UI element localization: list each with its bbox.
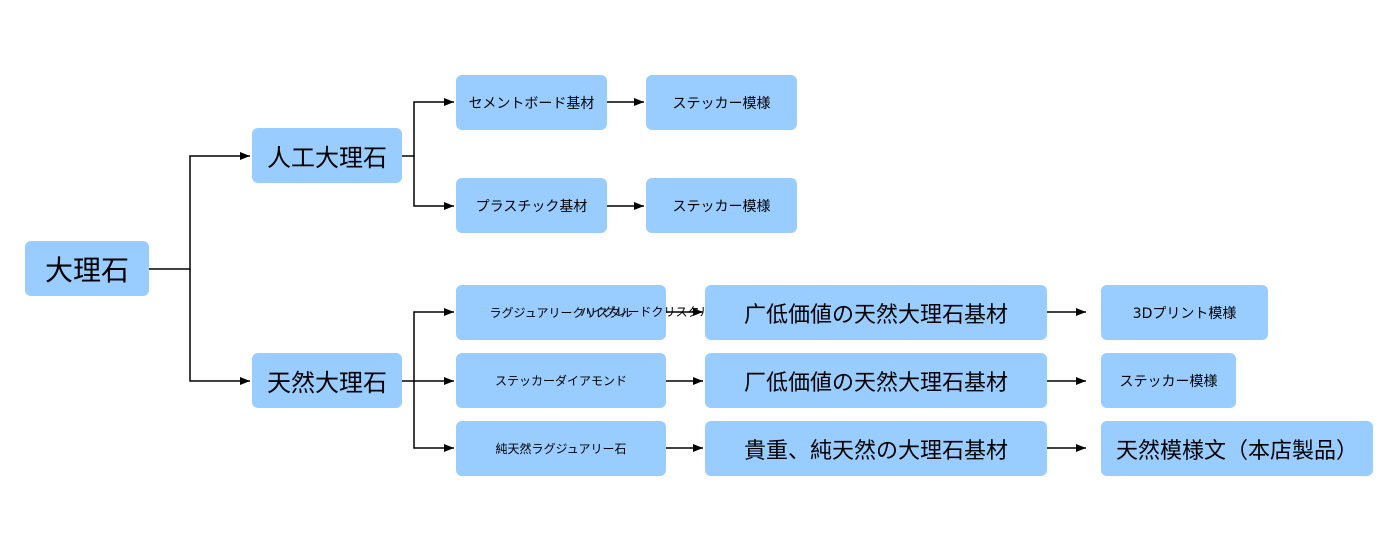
node-luxury-crystal: ラグジュアリークリスタル: [456, 285, 666, 340]
node-natural-pattern-store-product: 天然模様文（本店製品）: [1101, 421, 1373, 476]
node-natural-marble: 天然大理石: [252, 353, 402, 408]
node-artificial-marble: 人工大理石: [252, 128, 402, 183]
node-plastic-base: プラスチック基材: [456, 178, 607, 233]
node-low-value-base-2: 厂低価値の天然大理石基材: [705, 353, 1047, 408]
node-sticker-pattern-2: ステッカー模様: [646, 178, 797, 233]
node-cement-board-base: セメントボード基材: [456, 75, 607, 130]
node-3d-print-pattern: 3Dプリント模様: [1101, 285, 1268, 340]
edge-artificial-plastic: [413, 156, 454, 210]
edge-artificial-cement: [402, 98, 454, 157]
node-low-value-base-1: 广低価値の天然大理石基材: [705, 285, 1047, 340]
node-pure-natural-luxury: 純天然ラグジュアリー石: [456, 421, 666, 476]
edge-natural-luxury: [402, 308, 454, 382]
node-sticker-pattern-3: ステッカー模様: [1101, 353, 1236, 408]
node-sticker-diamond: ステッカーダイアモンド: [456, 353, 666, 408]
node-sticker-pattern-1: ステッカー模様: [646, 75, 797, 130]
node-precious-base: 貴重、純天然の大理石基材: [705, 421, 1047, 476]
edge-root-natural: [189, 269, 250, 385]
node-marble: 大理石: [25, 241, 149, 296]
edge-natural-pure: [413, 381, 454, 452]
edge-root-artificial: [149, 152, 250, 270]
